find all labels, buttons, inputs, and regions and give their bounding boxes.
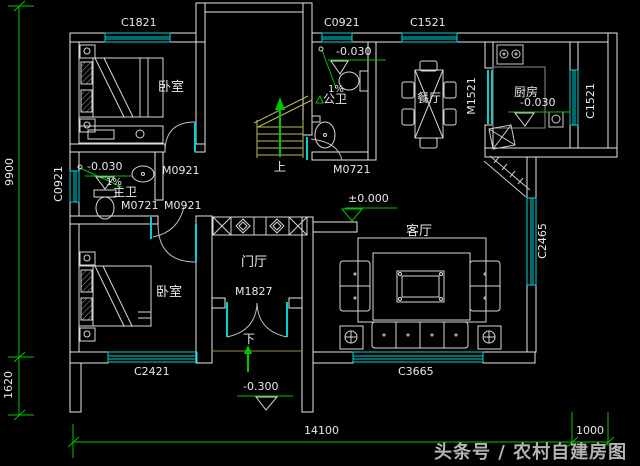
label-window-c2421: C2421 [134, 365, 170, 378]
label-window-c1821: C1821 [121, 16, 157, 29]
label-level-living: ±0.000 [348, 192, 389, 205]
label-level-public-bath: -0.030 [336, 45, 372, 58]
label-dim-1000: 1000 [576, 424, 604, 437]
label-door-m0721-public: M0721 [333, 163, 371, 176]
label-window-c1521-right: C1521 [584, 83, 597, 119]
corner-diagonal-cabinet [483, 155, 531, 198]
label-level-master-bath: -0.030 [87, 160, 123, 173]
label-room-kitchen: 厨房 [514, 85, 539, 99]
label-level-kitchen: -0.030 [520, 96, 556, 109]
label-window-c0921-left: C0921 [52, 166, 65, 202]
label-dim-9900: 9900 [3, 158, 16, 186]
public-bath-fixtures [311, 46, 369, 149]
dining-furniture [401, 60, 457, 149]
label-stair-down: 下 [243, 332, 256, 346]
label-room-bedroom1: 卧室 [158, 80, 185, 95]
living-room-furniture [339, 237, 502, 350]
label-dim-14100: 14100 [304, 424, 339, 437]
level-marker-public-bath [328, 59, 386, 75]
label-room-hall: 门厅 [241, 255, 268, 270]
bedroom2-furniture [78, 251, 152, 342]
label-room-dining: 餐厅 [417, 91, 442, 105]
level-marker-porch [237, 395, 293, 411]
level-marker-living [340, 207, 397, 222]
label-room-public-bath: 公卫 [323, 92, 348, 106]
label-window-c0921-top: C0921 [324, 16, 360, 29]
slope-triangle-public [315, 94, 324, 104]
label-stair-up: 上 [274, 160, 287, 174]
label-door-m0921-bedroom2: M0921 [164, 199, 202, 212]
label-dim-1620: 1620 [2, 371, 15, 399]
windows-glazing [69, 32, 579, 363]
label-room-master-bath: 主卫 [113, 185, 138, 199]
stair-direction-arrow [275, 97, 285, 157]
label-door-m1827: M1827 [235, 285, 273, 298]
dimension-lines [8, 0, 615, 458]
label-slope-master: 1% [106, 177, 122, 188]
porch-step-arrow [212, 345, 302, 372]
watermark-text: 头条号 / 农村自建房图纸 [434, 442, 628, 463]
label-window-c3665: C3665 [398, 365, 434, 378]
label-room-living: 客厅 [406, 224, 433, 239]
door-leaves [150, 70, 493, 337]
label-window-c1521-top: C1521 [410, 16, 446, 29]
level-marker-kitchen [508, 111, 570, 127]
label-slope-public: 1% [328, 84, 344, 95]
label-level-porch: -0.300 [243, 380, 279, 393]
level-marker-master-bath [85, 175, 132, 190]
bedroom1-furniture [78, 44, 164, 144]
label-door-m1521: M1521 [465, 77, 478, 115]
label-door-m0921-bedroom1: M0921 [162, 164, 200, 177]
label-window-c2465: C2465 [536, 223, 549, 259]
label-door-m0721-master: M0721 [121, 199, 159, 212]
hall-cabinet [212, 216, 308, 236]
label-room-bedroom2: 卧室 [156, 285, 183, 300]
kitchen-fixtures [488, 44, 564, 150]
